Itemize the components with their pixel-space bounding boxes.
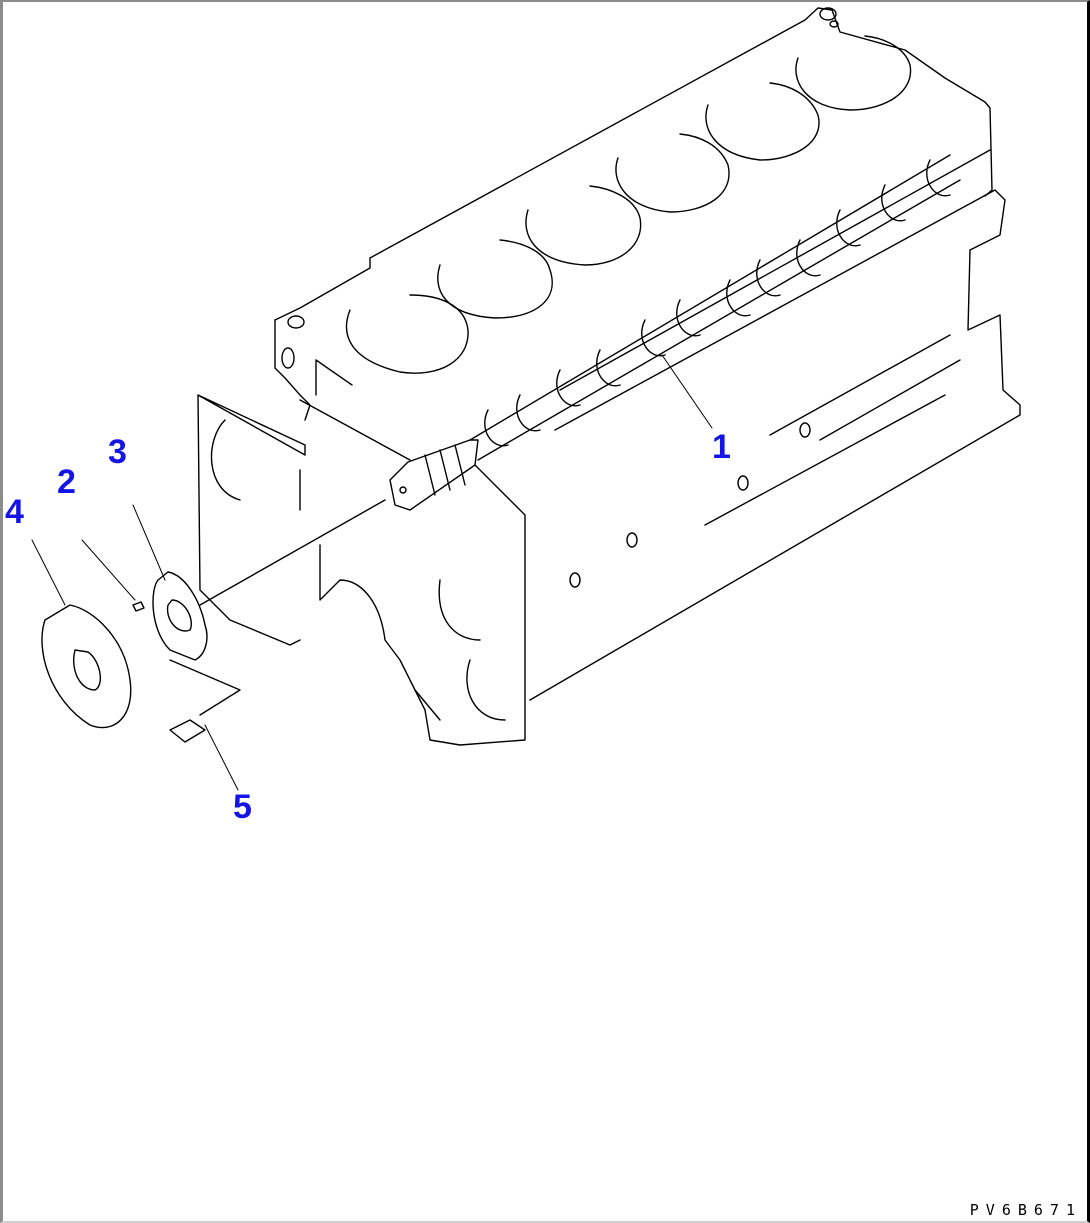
camshaft	[389, 154, 961, 511]
assembly-line	[199, 499, 386, 606]
figure-code: PV6B671	[969, 1201, 1082, 1219]
front-plate	[197, 394, 526, 746]
key-pin	[132, 601, 145, 612]
cam-gear-outline	[41, 604, 132, 729]
callout-1-camshaft: 1	[712, 428, 731, 466]
leader-lines	[31, 354, 713, 791]
cylinder-block-body	[529, 149, 1021, 701]
cylinder-block-top-deck	[274, 7, 993, 461]
callout-5-bolt: 5	[233, 788, 252, 826]
exploded-parts	[41, 499, 386, 743]
callout-4-cam-gear: 4	[5, 493, 24, 531]
bolt-shape	[169, 719, 206, 743]
callout-3-thrust-plate: 3	[108, 433, 127, 471]
callout-2-key: 2	[57, 463, 76, 501]
thrust-plate-outline	[152, 571, 208, 661]
cylinder-bores	[345, 35, 912, 374]
